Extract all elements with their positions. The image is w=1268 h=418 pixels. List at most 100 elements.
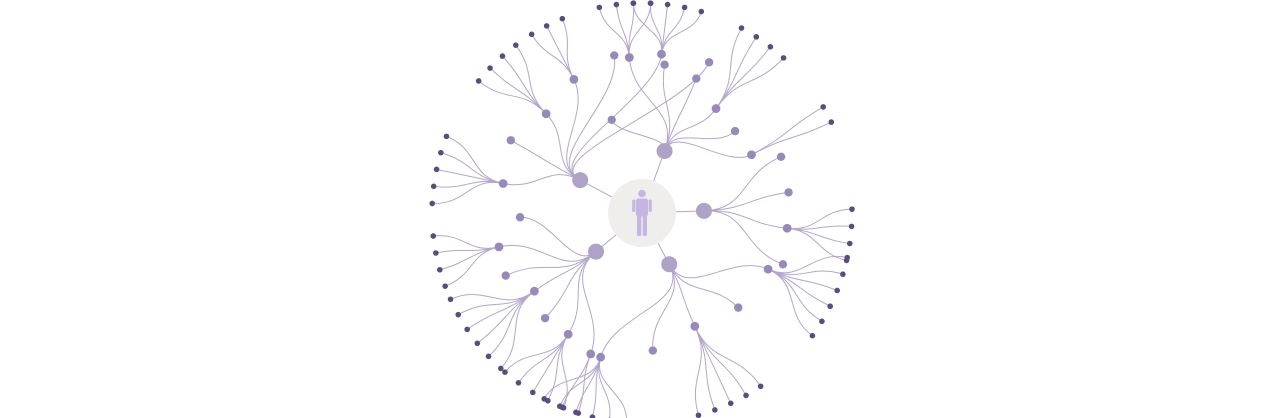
tree-node-ul-d[interactable] — [569, 74, 579, 84]
tree-node-branch-upper-left[interactable] — [572, 172, 589, 189]
tree-node-ll-b-5[interactable] — [502, 369, 508, 375]
tree-node-ul-a-2[interactable] — [430, 183, 437, 190]
tree-node-ul-g[interactable] — [704, 58, 714, 67]
tree-node-lr-c-1[interactable] — [757, 383, 764, 390]
tree-node-r-c[interactable] — [782, 223, 792, 233]
tree-node-ll-b[interactable] — [563, 329, 573, 339]
tree-node-r-b[interactable] — [784, 188, 793, 197]
tree-link-r-c-3 — [787, 227, 850, 244]
tree-node-r-c-2[interactable] — [848, 223, 855, 230]
tree-node-ll-e[interactable] — [501, 271, 510, 280]
tree-node-lr-a[interactable] — [763, 264, 773, 274]
tree-node-t-g-2[interactable] — [828, 119, 835, 125]
tree-node-ll-g[interactable] — [515, 213, 525, 222]
root-node[interactable] — [608, 179, 676, 247]
tree-node-ll-f-4[interactable] — [430, 233, 437, 239]
tree-node-lr-a-2[interactable] — [840, 271, 846, 278]
tree-node-t-g-1[interactable] — [820, 104, 827, 110]
tree-node-ll-d-3[interactable] — [474, 340, 481, 347]
tree-node-ll-d-1[interactable] — [498, 365, 504, 372]
tree-node-branch-right[interactable] — [695, 202, 712, 219]
tree-node-ll-f-2[interactable] — [437, 266, 443, 273]
tree-node-lr-c-2[interactable] — [743, 392, 749, 399]
tree-node-ll-c[interactable] — [540, 313, 550, 323]
tree-node-ul-a-4[interactable] — [438, 149, 444, 156]
tree-link-t-c — [662, 64, 671, 152]
tree-node-t-f[interactable] — [730, 126, 740, 136]
tree-node-ul-a-5[interactable] — [443, 133, 450, 140]
tree-node-ll-f-3[interactable] — [433, 250, 439, 256]
tree-node-lr-e[interactable] — [596, 352, 606, 362]
tree-node-t-c[interactable] — [660, 60, 669, 69]
tree-node-lr-e-3[interactable] — [589, 414, 596, 418]
tree-node-lr-c[interactable] — [690, 321, 700, 331]
tree-node-r-a[interactable] — [776, 152, 786, 162]
tree-node-ul-a-1[interactable] — [429, 200, 436, 207]
tree-node-ll-a[interactable] — [586, 349, 596, 359]
tree-node-branch-top[interactable] — [656, 142, 673, 159]
tree-node-ll-f-1[interactable] — [442, 283, 448, 289]
tree-node-ul-a[interactable] — [498, 179, 508, 188]
tree-node-ul-d-1[interactable] — [528, 31, 535, 38]
tree-node-ul-b[interactable] — [506, 136, 516, 145]
tree-node-t-e-2[interactable] — [753, 34, 760, 40]
tree-node-lr-a-3[interactable] — [834, 287, 840, 294]
tree-node-t-e[interactable] — [711, 104, 721, 113]
tree-node-ul-e[interactable] — [610, 51, 619, 60]
tree-link-ul-f-5 — [661, 11, 702, 55]
tree-node-lr-c-3[interactable] — [727, 400, 734, 407]
tree-node-t-e-4[interactable] — [780, 55, 787, 61]
tree-link-r-a — [703, 156, 782, 212]
tree-node-ll-d-2[interactable] — [485, 353, 492, 360]
tree-node-lr-a-5[interactable] — [819, 318, 825, 325]
tree-node-ll-d-4[interactable] — [464, 326, 470, 333]
tree-node-ul-f[interactable] — [657, 49, 666, 59]
tree-node-t-e-3[interactable] — [767, 44, 774, 50]
tree-node-ul-f-4[interactable] — [681, 4, 688, 11]
tree-node-ul-f-3[interactable] — [664, 1, 671, 8]
tree-node-lr-b[interactable] — [734, 303, 743, 312]
tree-link-ul-c — [545, 113, 581, 181]
tree-node-ll-f[interactable] — [494, 242, 504, 252]
tree-link-ll-d-1 — [500, 290, 535, 369]
tree-node-lr-c-4[interactable] — [712, 407, 718, 413]
tree-node-r-c-3[interactable] — [846, 240, 853, 247]
tree-node-ll-a-1[interactable] — [575, 410, 582, 416]
tree-node-r-c-1[interactable] — [849, 206, 855, 212]
tree-link-lr-c-5 — [694, 326, 702, 416]
tree-node-t-a[interactable] — [607, 115, 616, 124]
tree-node-ll-d-6[interactable] — [447, 296, 454, 303]
tree-node-lr-d[interactable] — [648, 346, 658, 355]
tree-node-t-e-1[interactable] — [738, 25, 745, 31]
tree-node-ul-d-2[interactable] — [543, 23, 550, 29]
tree-link-lr-c-4 — [694, 326, 716, 411]
tree-node-ul-c-2[interactable] — [487, 65, 493, 71]
tree-node-ll-b-4[interactable] — [515, 380, 522, 386]
tree-node-ul-a-3[interactable] — [433, 166, 440, 173]
tree-node-t-b-2[interactable] — [613, 1, 620, 8]
tree-node-t-g[interactable] — [747, 150, 756, 160]
tree-node-t-b-4[interactable] — [647, 0, 654, 6]
tree-node-branch-lower-right[interactable] — [661, 256, 678, 273]
tree-node-t-d[interactable] — [692, 74, 701, 83]
tree-node-branch-lower-left[interactable] — [588, 243, 605, 260]
tree-node-r-d[interactable] — [778, 260, 788, 269]
tree-node-ul-c[interactable] — [541, 109, 551, 119]
tree-node-t-b-1[interactable] — [596, 4, 603, 11]
tree-node-lr-c-5[interactable] — [695, 412, 702, 418]
tree-node-ll-d[interactable] — [530, 286, 539, 296]
tree-node-t-b[interactable] — [624, 53, 634, 62]
tree-node-ul-c-4[interactable] — [512, 42, 519, 48]
tree-node-lr-a-6[interactable] — [809, 332, 816, 339]
tree-node-lr-a-4[interactable] — [827, 303, 833, 310]
tree-node-ll-b-1[interactable] — [560, 405, 567, 411]
tree-node-ll-b-2[interactable] — [545, 397, 551, 404]
tree-node-ll-d-5[interactable] — [455, 311, 462, 318]
tree-node-ul-c-1[interactable] — [475, 78, 482, 84]
tree-node-t-b-3[interactable] — [630, 0, 637, 6]
tree-node-ul-f-5[interactable] — [698, 8, 705, 15]
tree-node-ul-d-3[interactable] — [559, 15, 566, 22]
tree-node-ul-c-3[interactable] — [499, 53, 506, 59]
tree-node-lr-a-1[interactable] — [844, 254, 851, 261]
tree-node-ll-b-3[interactable] — [529, 389, 536, 396]
